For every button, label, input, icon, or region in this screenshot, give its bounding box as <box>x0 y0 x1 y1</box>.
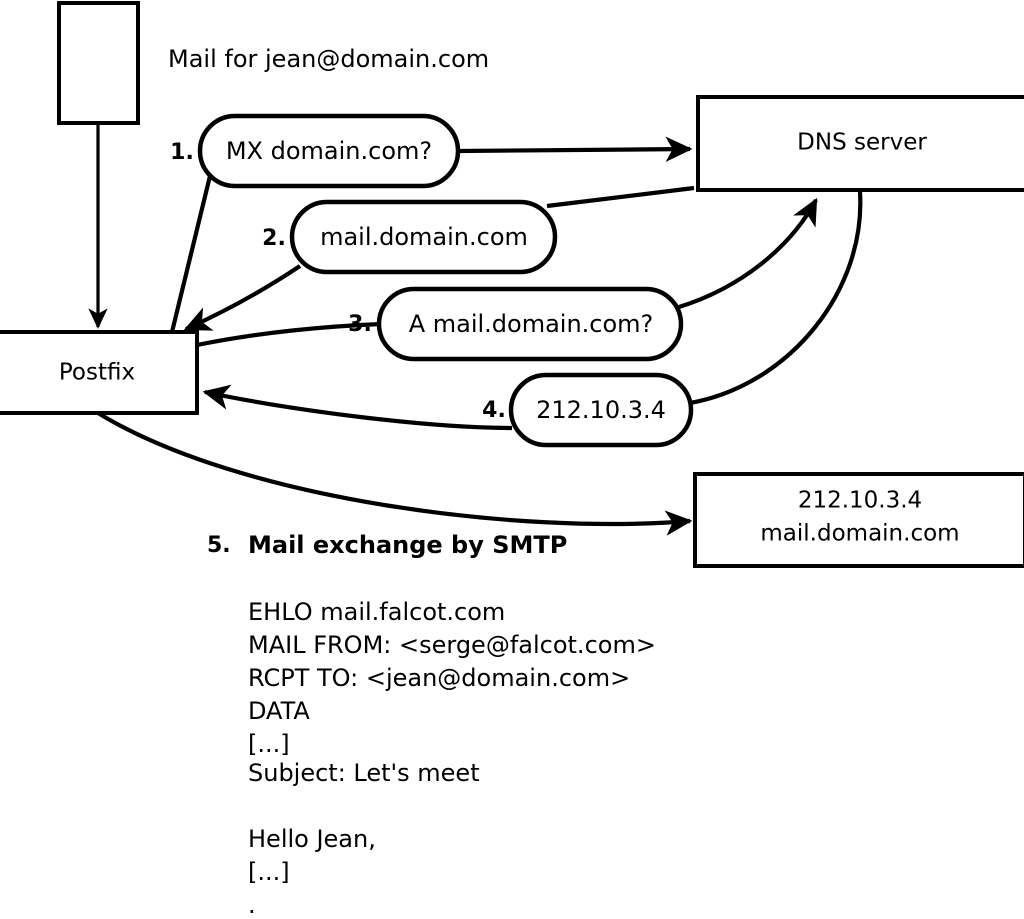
node-dns-server-label: DNS server <box>797 130 927 156</box>
node-dns-server[interactable] <box>696 95 1024 192</box>
smtp-transcript-line: MAIL FROM: <serge@falcot.com> <box>248 631 656 659</box>
smtp-transcript-line: Subject: Let's meet <box>248 759 480 787</box>
edge-step2-dns-to-bubble <box>546 185 695 209</box>
step-number-4: 4. <box>482 398 506 423</box>
smtp-transcript-line: Hello Jean, <box>248 825 376 853</box>
smtp-transcript-line: RCPT TO: <jean@domain.com> <box>248 664 630 692</box>
edge-step1-postfix-to-bubble <box>169 175 213 333</box>
smtp-transcript-line: EHLO mail.falcot.com <box>248 598 505 626</box>
step-number-5: 5. <box>207 533 231 558</box>
step-number-1: 1. <box>170 140 194 165</box>
edge-step2-bubble-to-postfix <box>183 264 302 331</box>
node-mail-server[interactable] <box>693 472 1024 568</box>
bubble-step1[interactable] <box>197 113 461 189</box>
node-mail-server-label-host: mail.domain.com <box>760 521 959 547</box>
smtp-transcript-line: [...] <box>248 858 290 886</box>
bubble-step1-label: MX domain.com? <box>226 137 432 165</box>
node-postfix-label: Postfix <box>59 360 135 386</box>
node-postfix[interactable] <box>0 330 199 415</box>
edge-step3-postfix-to-bubble <box>196 321 383 348</box>
diagram-title: Mail for jean@domain.com <box>168 45 489 73</box>
bubble-step2-label: mail.domain.com <box>320 223 528 251</box>
node-mail-server-label-ip: 212.10.3.4 <box>798 488 922 514</box>
bubble-step2[interactable] <box>289 199 558 275</box>
smtp-transcript-line: DATA <box>248 697 310 725</box>
edge-step3-bubble-to-dns <box>678 197 818 310</box>
bubble-step4-label: 212.10.3.4 <box>536 396 666 424</box>
edge-step4-bubble-to-postfix <box>202 384 513 431</box>
step-number-2: 2. <box>262 226 286 251</box>
bubble-step3-label: A mail.domain.com? <box>409 310 654 338</box>
bubble-step4[interactable] <box>508 372 694 448</box>
node-client[interactable] <box>57 1 140 125</box>
smtp-transcript-line: . <box>248 891 256 919</box>
edge-step4-dns-to-bubble <box>689 191 863 406</box>
step-number-3: 3. <box>348 312 372 337</box>
edge-step1-bubble-to-dns <box>457 136 693 162</box>
bubble-step3[interactable] <box>376 286 684 362</box>
smtp-transcript-line: [...] <box>248 730 290 758</box>
edge-step5-postfix-to-mailserver <box>96 411 693 536</box>
smtp-step-heading: Mail exchange by SMTP <box>248 531 567 559</box>
